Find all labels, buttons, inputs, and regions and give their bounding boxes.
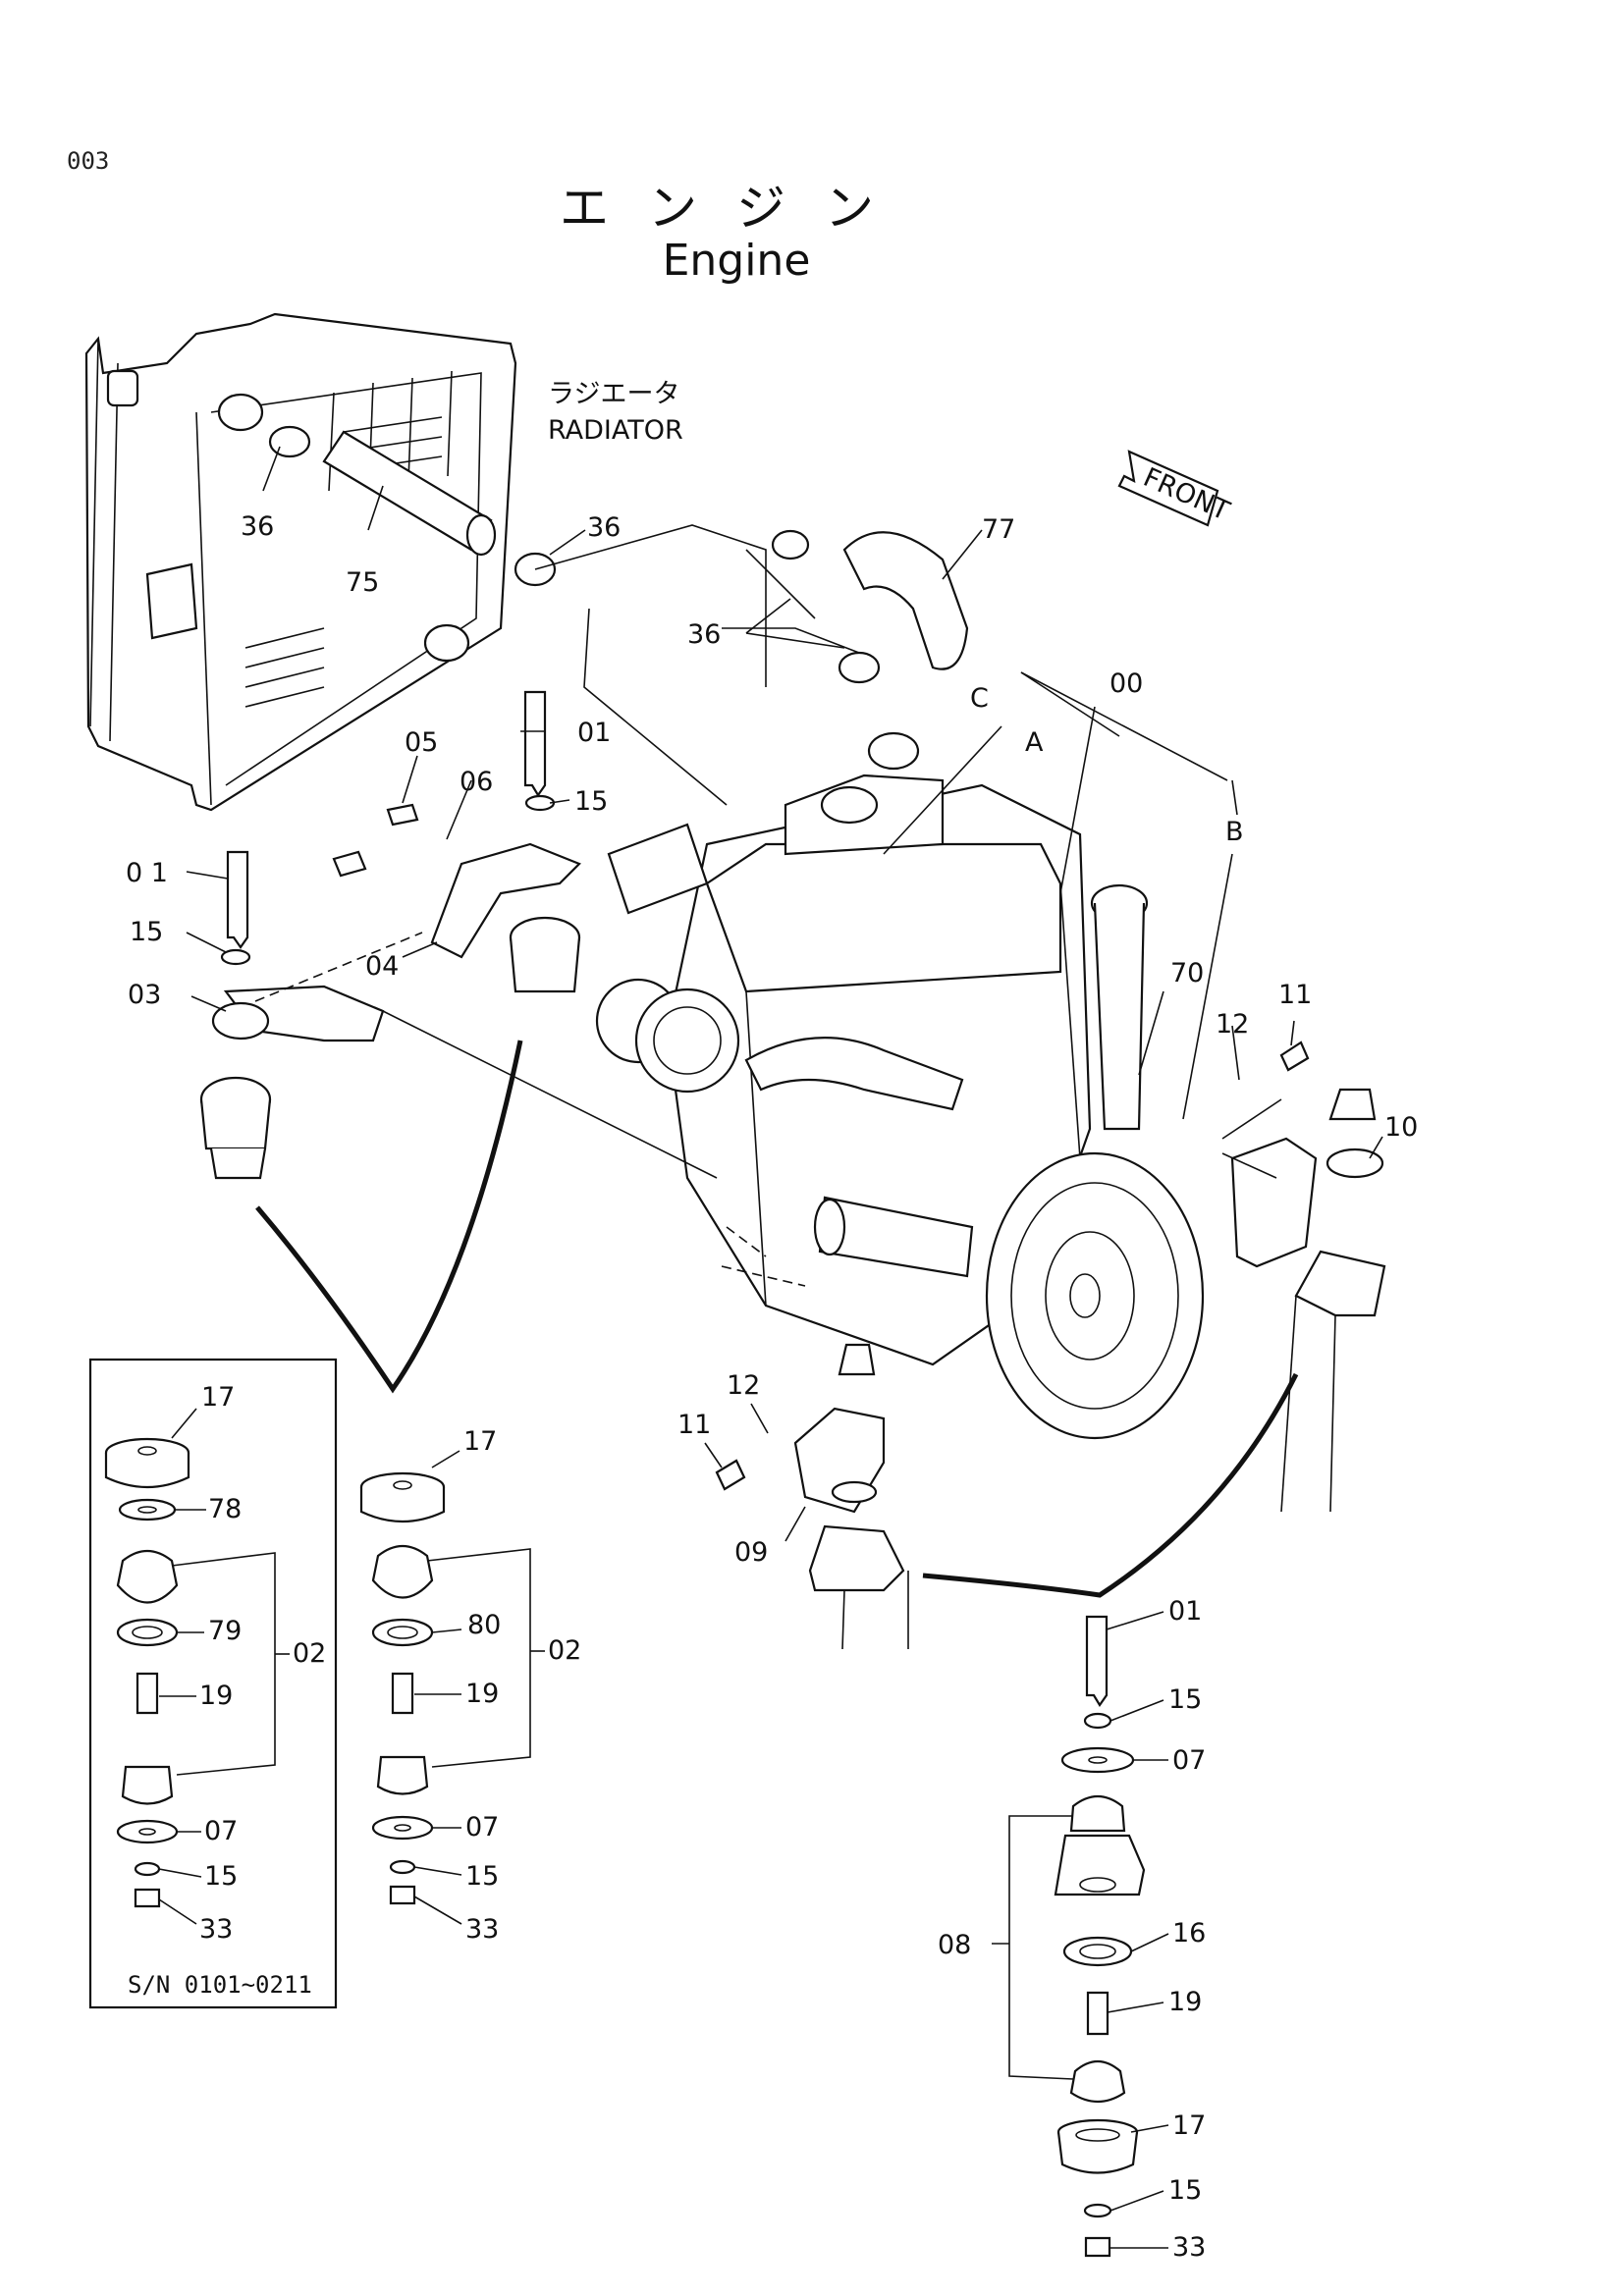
reference-letter-c: C bbox=[970, 683, 989, 714]
callout-01-left: 0 1 bbox=[126, 858, 168, 888]
kit-right-item-33: 33 bbox=[1172, 2232, 1206, 2263]
callout-12-lower: 12 bbox=[727, 1370, 760, 1401]
kit-left-item-19: 19 bbox=[199, 1681, 233, 1711]
kit-right-item-15-lower: 15 bbox=[1168, 2175, 1202, 2206]
kit-middle-item-17: 17 bbox=[463, 1426, 497, 1457]
front-arrow-icon: FRONT bbox=[1117, 450, 1234, 527]
engine-mount-brackets bbox=[199, 690, 1386, 1650]
kit-right-item-17: 17 bbox=[1172, 2110, 1206, 2141]
callout-03: 03 bbox=[128, 980, 161, 1010]
callout-leaders bbox=[186, 446, 1383, 1542]
callout-04: 04 bbox=[365, 951, 399, 982]
kit-left-item-17: 17 bbox=[201, 1382, 235, 1413]
callout-15-left: 15 bbox=[130, 917, 163, 947]
middle-kit-parts bbox=[359, 1471, 446, 1905]
callout-75: 75 bbox=[346, 567, 379, 598]
kit-left-item-33: 33 bbox=[199, 1914, 233, 1945]
callout-36-right: 36 bbox=[687, 619, 721, 650]
kit-left-group-02: 02 bbox=[293, 1638, 326, 1669]
page-title: Engine bbox=[662, 236, 811, 286]
kit-left-serial-range: S/N 0101~0211 bbox=[128, 1971, 312, 1999]
kit-right-item-16: 16 bbox=[1172, 1918, 1206, 1949]
callout-15-upper: 15 bbox=[574, 786, 608, 817]
kit-middle-item-33: 33 bbox=[465, 1914, 499, 1945]
kit-middle-item-15: 15 bbox=[465, 1861, 499, 1892]
kit-middle-item-07: 07 bbox=[465, 1812, 499, 1842]
middle-kit-leaders bbox=[413, 1450, 545, 1925]
kit-right-item-15-upper: 15 bbox=[1168, 1684, 1202, 1715]
left-kit-parts bbox=[104, 1437, 190, 1908]
kit-middle-group-02: 02 bbox=[548, 1635, 581, 1666]
kit-right-item-07: 07 bbox=[1172, 1745, 1206, 1776]
callout-09: 09 bbox=[734, 1537, 768, 1568]
right-kit-leaders bbox=[992, 1611, 1169, 2249]
hose-clamp-icons bbox=[268, 425, 881, 684]
hose-77-icon bbox=[842, 531, 969, 670]
front-arrow-label: FRONT bbox=[1139, 462, 1234, 527]
radiator-label: RADIATOR bbox=[548, 415, 683, 446]
radiator-illustration bbox=[84, 312, 517, 812]
kit-left-item-07: 07 bbox=[204, 1816, 238, 1846]
leader-lines bbox=[254, 524, 1299, 1598]
page-number: 003 bbox=[67, 147, 110, 175]
callout-06: 06 bbox=[460, 767, 493, 797]
kit-left-item-78: 78 bbox=[208, 1494, 242, 1524]
right-kit-parts bbox=[1054, 1615, 1146, 2258]
kit-right-group-08: 08 bbox=[938, 1930, 971, 1960]
callout-05: 05 bbox=[405, 727, 438, 758]
kit-middle-item-80: 80 bbox=[467, 1610, 501, 1640]
callout-11-right: 11 bbox=[1278, 980, 1312, 1010]
callout-36-mid: 36 bbox=[587, 512, 621, 543]
kit-right-item-01: 01 bbox=[1168, 1596, 1202, 1627]
left-kit-leaders bbox=[158, 1408, 290, 1925]
kit-left-item-79: 79 bbox=[208, 1616, 242, 1646]
kit-middle-item-19: 19 bbox=[465, 1679, 499, 1709]
callout-10: 10 bbox=[1384, 1112, 1418, 1143]
callout-70: 70 bbox=[1170, 958, 1204, 988]
reference-letter-b: B bbox=[1225, 817, 1244, 847]
callout-77: 77 bbox=[982, 514, 1015, 545]
serial-kit-box bbox=[88, 1358, 338, 2009]
kit-right-item-19: 19 bbox=[1168, 1987, 1202, 2017]
callout-11-lower: 11 bbox=[677, 1410, 711, 1440]
callout-12-right: 12 bbox=[1216, 1009, 1249, 1040]
callout-00: 00 bbox=[1109, 668, 1143, 699]
reference-letter-a: A bbox=[1025, 727, 1044, 758]
engine-illustration bbox=[595, 731, 1205, 1440]
callout-01-upper: 01 bbox=[577, 718, 611, 748]
page-title-japanese: エンジン bbox=[560, 180, 913, 237]
radiator-label-jp: ラジエータ bbox=[548, 379, 679, 409]
callout-36-left: 36 bbox=[241, 511, 274, 542]
kit-left-item-15: 15 bbox=[204, 1861, 238, 1892]
